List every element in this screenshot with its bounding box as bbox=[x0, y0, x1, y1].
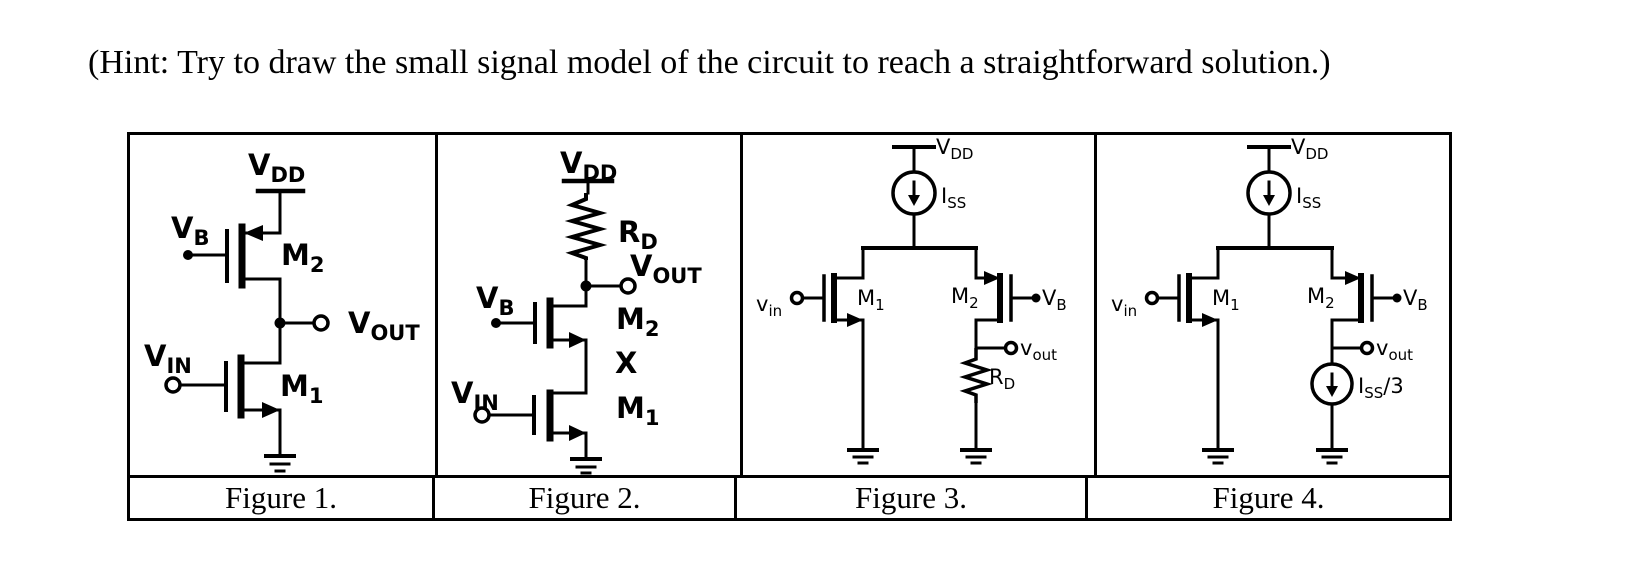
ground-symbol-left bbox=[847, 448, 879, 465]
vin-terminal bbox=[473, 406, 536, 424]
vdd-rail-symbol bbox=[561, 178, 615, 195]
ground-symbol-right bbox=[1316, 448, 1348, 465]
mosfet-m2 bbox=[974, 246, 1013, 350]
vin-terminal bbox=[164, 376, 228, 394]
hint-text: (Hint: Try to draw the small signal mode… bbox=[88, 44, 1331, 81]
caption-row: Figure 1. Figure 2. Figure 3. Figure 4. bbox=[130, 475, 1449, 518]
ground-symbol bbox=[570, 457, 602, 475]
figure3-cell: VDD ISS bbox=[743, 135, 1097, 475]
ground-symbol-left bbox=[1202, 448, 1234, 465]
figure-table: VDD VB M2 bbox=[127, 132, 1452, 521]
mosfet-m1 bbox=[1177, 246, 1220, 452]
label-vout: vout bbox=[1376, 336, 1413, 364]
figure2-cell: VDD RD VOUT bbox=[438, 135, 743, 475]
label-m2: M2 bbox=[616, 302, 659, 341]
vdd-rail-symbol bbox=[892, 145, 936, 174]
current-source-iss bbox=[1246, 170, 1292, 250]
label-vout: VOUT bbox=[630, 249, 702, 288]
caption-figure-2: Figure 2. bbox=[435, 478, 737, 518]
label-m1: M1 bbox=[280, 369, 323, 408]
label-rd: RD bbox=[618, 215, 658, 254]
label-vdd: VDD bbox=[936, 135, 973, 163]
label-m2: M2 bbox=[1307, 284, 1335, 312]
resistor-rd bbox=[564, 193, 608, 260]
label-rd: RD bbox=[989, 365, 1015, 393]
vout-terminal bbox=[580, 258, 637, 295]
mosfet-m2 bbox=[225, 223, 282, 325]
ground-symbol bbox=[264, 454, 296, 473]
label-node-x: X bbox=[615, 346, 637, 380]
vb-terminal bbox=[183, 250, 229, 260]
figure1-cell: VDD VB M2 bbox=[130, 135, 438, 475]
figure4-schematic: VDD ISS bbox=[1111, 135, 1428, 465]
caption-figure-1: Figure 1. bbox=[130, 478, 435, 518]
vb-terminal bbox=[1009, 293, 1041, 303]
label-vin: vin bbox=[756, 292, 782, 320]
label-m2: M2 bbox=[951, 284, 979, 312]
label-m2: M2 bbox=[281, 238, 324, 277]
ground-symbol-right bbox=[960, 448, 992, 465]
vout-terminal bbox=[1330, 340, 1375, 356]
label-m1: M1 bbox=[857, 286, 885, 314]
vb-terminal bbox=[491, 318, 537, 328]
label-vout: vout bbox=[1020, 336, 1057, 364]
vin-terminal bbox=[789, 290, 826, 306]
label-vdd: VDD bbox=[1291, 135, 1328, 163]
label-vb: VB bbox=[476, 281, 514, 320]
vdd-rail-symbol bbox=[255, 188, 306, 235]
label-iss3: ISS/3 bbox=[1358, 374, 1404, 402]
figure2-schematic: VDD RD VOUT bbox=[451, 146, 702, 475]
caption-figure-3: Figure 3. bbox=[737, 478, 1088, 518]
current-source-iss3 bbox=[1310, 346, 1354, 452]
mosfet-m1 bbox=[822, 246, 865, 452]
vin-terminal bbox=[1144, 290, 1181, 306]
mosfet-m2 bbox=[533, 284, 588, 395]
mosfet-m2 bbox=[1330, 246, 1374, 350]
vb-terminal bbox=[1370, 293, 1402, 303]
vout-terminal bbox=[974, 340, 1019, 356]
label-vin: VIN bbox=[144, 339, 192, 378]
label-iss: ISS bbox=[941, 184, 966, 212]
label-vdd: VDD bbox=[248, 148, 305, 187]
label-vout: VOUT bbox=[348, 306, 420, 345]
label-iss: ISS bbox=[1296, 184, 1321, 212]
figure1-schematic: VDD VB M2 bbox=[144, 148, 420, 473]
label-vb: VB bbox=[1403, 286, 1428, 314]
label-vin: VIN bbox=[451, 376, 499, 415]
figure-row: VDD VB M2 bbox=[130, 135, 1449, 475]
label-vin: vin bbox=[1111, 292, 1137, 320]
figure4-cell: VDD ISS bbox=[1097, 135, 1449, 475]
resistor-rd bbox=[959, 348, 993, 452]
mosfet-m1 bbox=[532, 389, 588, 461]
label-vdd: VDD bbox=[560, 146, 617, 185]
label-vb: VB bbox=[1042, 286, 1067, 314]
caption-figure-4: Figure 4. bbox=[1212, 480, 1325, 515]
vout-terminal bbox=[274, 314, 330, 332]
mosfet-m1 bbox=[224, 321, 282, 458]
label-m1: M1 bbox=[1212, 286, 1240, 314]
label-vb: VB bbox=[171, 211, 209, 250]
figure3-schematic: VDD ISS bbox=[756, 135, 1067, 465]
current-source-iss bbox=[891, 170, 937, 250]
label-m1: M1 bbox=[616, 391, 659, 430]
vdd-rail-symbol bbox=[1247, 145, 1291, 174]
